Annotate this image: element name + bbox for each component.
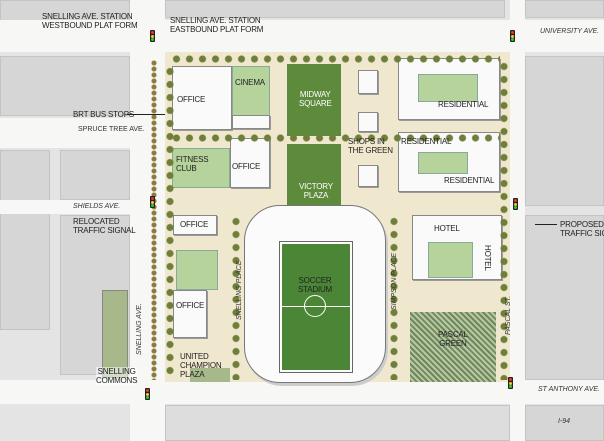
tree-row bbox=[500, 60, 508, 380]
label-office-w: OFFICE bbox=[232, 162, 261, 171]
fitness-club-roof bbox=[172, 148, 230, 188]
st-anthony-ave-road bbox=[0, 380, 604, 404]
united-champion-plaza[interactable] bbox=[190, 368, 230, 382]
street-university-ave: UNIVERSITY AVE. bbox=[540, 28, 600, 35]
traffic-signal-icon bbox=[150, 196, 155, 208]
street-i94: I-94 bbox=[558, 418, 571, 425]
spruce-tree-ave-road bbox=[0, 118, 130, 148]
residential-courtyard bbox=[418, 74, 478, 102]
shops-building bbox=[358, 112, 378, 132]
proposed-leader-line bbox=[535, 224, 557, 225]
street-st-anthony-ave: ST ANTHONY AVE. bbox=[538, 386, 600, 393]
label-hotel-2: HOTEL bbox=[483, 245, 492, 271]
street-snelling-ave: SNELLING AVE. bbox=[136, 303, 143, 355]
snelling-commons-park bbox=[102, 290, 128, 378]
cinema-roof bbox=[232, 66, 270, 116]
shields-ave-road bbox=[0, 200, 130, 214]
east-road bbox=[510, 0, 525, 441]
cinema-strip bbox=[232, 115, 270, 129]
residential-courtyard bbox=[418, 152, 468, 174]
label-office-nw: OFFICE bbox=[177, 95, 206, 104]
pascal-green[interactable] bbox=[410, 312, 496, 382]
context-block bbox=[525, 0, 604, 18]
traffic-signal-icon bbox=[150, 30, 155, 42]
tree-row bbox=[390, 215, 398, 380]
shops-building bbox=[358, 70, 378, 94]
label-residential-2: RESIDENTIAL bbox=[401, 137, 452, 146]
context-block bbox=[165, 405, 510, 441]
context-block bbox=[525, 405, 604, 441]
office-roof bbox=[176, 250, 218, 290]
street-shields-ave: SHIELDS AVE. bbox=[73, 203, 121, 210]
hotel-courtyard bbox=[428, 242, 473, 278]
label-hotel-1: HOTEL bbox=[434, 224, 460, 233]
street-spruce-tree-ave: SPRUCE TREE AVE. bbox=[78, 126, 145, 133]
street-pascal-st: PASCAL ST. bbox=[505, 295, 512, 335]
office-building-sw2 bbox=[173, 290, 207, 338]
traffic-signal-icon bbox=[508, 377, 513, 389]
tree-row bbox=[166, 65, 174, 375]
center-circle bbox=[304, 295, 326, 317]
traffic-signal-icon bbox=[510, 30, 515, 42]
tree-row bbox=[170, 134, 500, 142]
label-residential-3: RESIDENTIAL bbox=[444, 176, 495, 185]
label-residential-1: RESIDENTIAL bbox=[438, 100, 489, 109]
label-office-sw2: OFFICE bbox=[176, 301, 205, 310]
label-cinema: CINEMA bbox=[235, 78, 265, 87]
office-building-w bbox=[230, 138, 270, 188]
office-building-nw bbox=[172, 66, 232, 130]
label-office-sw1: OFFICE bbox=[180, 220, 209, 229]
context-block bbox=[0, 150, 50, 330]
traffic-signal-icon bbox=[513, 198, 518, 210]
context-block bbox=[525, 215, 604, 380]
label-brt-bus-stops: BRT BUS STOPS bbox=[73, 110, 134, 119]
street-simpson-place: SIMPSON PLACE bbox=[391, 252, 398, 310]
context-block bbox=[165, 0, 505, 18]
street-snelling-place: SNELLING PLACE bbox=[236, 260, 243, 320]
shops-building bbox=[358, 165, 378, 187]
context-block bbox=[60, 150, 130, 200]
tree-row bbox=[150, 60, 158, 380]
context-block bbox=[525, 56, 604, 206]
victory-plaza[interactable] bbox=[287, 144, 341, 214]
tree-row bbox=[170, 55, 500, 63]
midway-square[interactable] bbox=[287, 64, 341, 136]
university-ave bbox=[0, 20, 604, 52]
brt-leader-line bbox=[127, 114, 165, 115]
traffic-signal-icon bbox=[145, 388, 150, 400]
tree-row bbox=[232, 215, 240, 380]
context-block bbox=[0, 56, 130, 116]
